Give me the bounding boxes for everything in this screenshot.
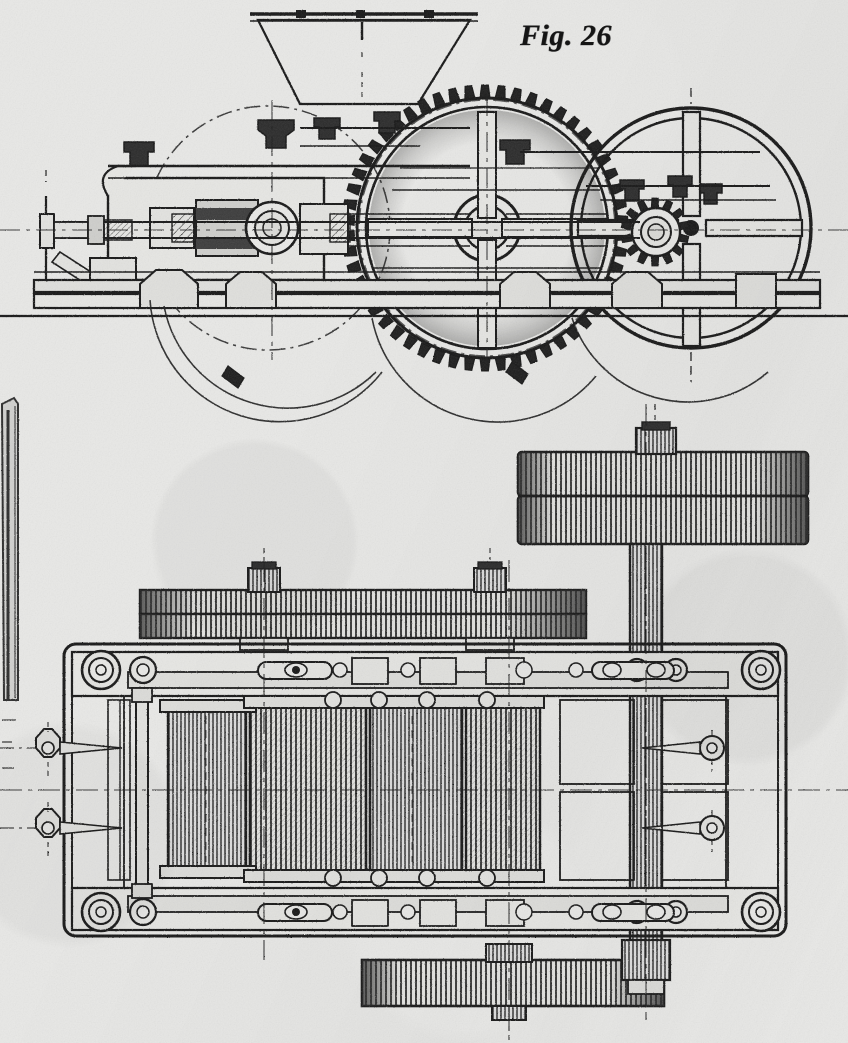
fluted-roller-1 [166, 708, 248, 870]
figure-caption: Fig. 26 [520, 19, 612, 52]
side-elevation-view [0, 10, 848, 423]
internal-tie-rods [107, 687, 153, 899]
feed-hopper [250, 10, 478, 106]
fluted-roller-3 [368, 704, 464, 874]
lower-drive-gear [360, 943, 666, 1040]
plan-top-view [0, 404, 848, 1040]
flywheel [569, 88, 813, 382]
upper-roller-gear-pair [138, 548, 588, 651]
fluted-roller-4 [464, 704, 542, 874]
large-drive-drum-gear [516, 404, 810, 546]
fluted-roller-2 [248, 704, 368, 874]
drive-pinion [620, 197, 690, 267]
adjacent-figure-edge-fragment [0, 396, 19, 769]
adjusting-handwheels-left [0, 722, 123, 856]
fluted-roller-group [159, 691, 545, 887]
